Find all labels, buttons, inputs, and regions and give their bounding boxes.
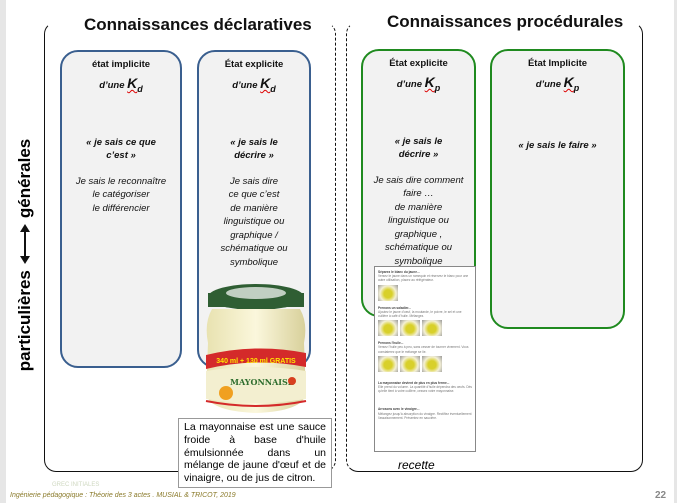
desc-line: Je sais dire [229,175,279,187]
desc-line: le différencier [92,202,150,214]
recipe-photo [422,320,442,337]
k-letter: K [127,75,138,91]
desc-line: linguistique ou [388,215,449,227]
recipe-caption: recette [398,458,435,472]
recipe-step-text: Versez le jaune dans un ramequin et rése… [378,274,469,283]
box-description: Je sais dire ce que c’est de manière lin… [199,175,309,270]
box-header: État Implicite [527,58,588,69]
k-subscript: d [137,83,143,94]
dune-text: d’une [99,80,125,91]
footer-credit: Ingénierie pédagogique : Théorie des 3 a… [10,492,236,499]
recipe-step-title: Prenons l'huile... [378,341,404,346]
box-description: Je sais dire comment faire … de manière … [363,174,474,269]
k-subscript: p [573,82,580,93]
k-subscript: d [270,83,276,94]
box-header: État explicite [389,58,448,69]
k-letter: K [260,75,271,91]
desc-line: graphique / [230,229,278,241]
generality-axis: particulières générales [15,120,35,390]
procedural-heading: Connaissances procédurales [387,12,624,31]
k-symbol: Kd [127,75,143,94]
jar-brand-text: MAYONNAISE [230,377,294,387]
recipe-step-title: La mayonnaise devient de plus en plus fe… [378,380,450,385]
recipe-photo [378,320,398,337]
recipe-step-text: Mélangez jusqu'à absorption du vinaigre.… [378,411,472,420]
box-subheader: d’une Kd [62,74,180,98]
mayonnaise-jar-image: 340 ml + 130 ml GRATIS MAYONNAISE [205,284,307,413]
recipe-photos [378,284,472,301]
recipe-photos [378,355,472,372]
recipe-photo [400,320,420,337]
box-header: État explicite [224,59,284,70]
k-letter: K [563,74,574,90]
desc-line: Je sais le reconnaître [75,175,167,187]
jar-band-text: 340 ml + 130 ml GRATIS [216,358,296,365]
box-quote: « je sais le faire » [518,139,597,151]
double-arrow-icon [24,226,26,263]
box-implicit-declarative: état implicite d’une Kd « je sais ce que… [60,50,182,368]
recipe-step-text: Versez l'huile peu à peu, sans cesser de… [378,345,469,354]
axis-bottom-label: particulières [15,270,34,372]
procedural-frame [346,22,643,472]
definition-textbox: La mayonnaise est une sauce froide à bas… [178,418,332,488]
recipe-image: Séparez le blanc du jaune... Versez le j… [374,266,476,452]
box-subheader: d’une Kp [363,73,474,97]
box-implicit-procedural: État Implicite d’une Kp « je sais le fai… [490,49,625,329]
recipe-step-title: Prenons un saladier... [378,305,411,310]
k-symbol: Kp [424,74,441,93]
footer-watermark: GREC INITIALES [52,482,100,488]
box-subheader: d’une Kd [199,74,309,98]
recipe-photo [422,355,442,372]
k-subscript: p [434,82,441,93]
recipe-photo [378,284,398,301]
axis-top-label: générales [15,138,34,219]
desc-line: schématique ou [220,243,288,255]
dune-text: d’une [535,79,562,90]
desc-line: Je sais dire comment [373,174,464,186]
box-description: Je sais le reconnaître le catégoriser le… [62,175,180,216]
recipe-photos [378,320,472,337]
desc-line: ce que c’est [228,189,280,201]
recipe-step-text: Elle prend du volume. La quantité d'huil… [378,385,472,394]
k-symbol: Kp [563,74,580,93]
desc-line: de manière [394,201,443,213]
desc-line: le catégoriser [92,189,150,201]
desc-line: schématique ou [384,242,453,254]
slide-edge-right [674,0,677,503]
box-subheader: d’une Kp [492,73,623,97]
desc-line: graphique , [394,228,443,240]
recipe-step-title: Arrosons avec le vinaigre... [378,407,420,412]
desc-line: symbolique [229,256,279,268]
slide-edge [0,0,6,503]
box-header: état implicite [91,59,151,70]
desc-line: symbolique [394,255,443,267]
page-number: 22 [655,490,667,501]
declarative-heading: Connaissances déclaratives [84,15,312,34]
box-quote: « je sais ce que c’est » [86,136,156,162]
dune-text: d’une [396,79,423,90]
dune-text: d’une [232,80,258,91]
desc-line: linguistique ou [223,216,285,228]
recipe-step-text: Ajoutez le jaune d'oeuf, la moutarde, le… [378,309,462,319]
k-letter: K [424,74,435,90]
recipe-step-title: Séparez le blanc du jaune... [378,270,420,274]
box-quote: « je sais le décrire » [394,135,443,161]
box-quote: « je sais le décrire » [230,136,278,162]
desc-line: faire … [403,188,434,200]
recipe-photo [400,355,420,372]
recipe-photo [378,355,398,372]
desc-line: de manière [230,202,278,214]
k-symbol: Kd [260,75,276,94]
